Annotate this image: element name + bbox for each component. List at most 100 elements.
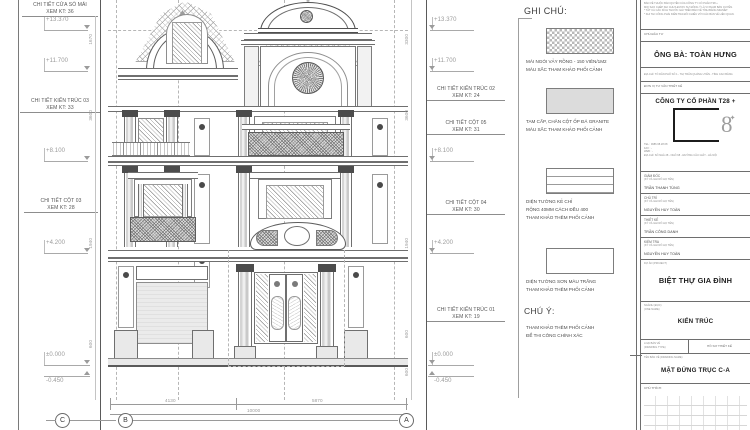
note-3-line2: THAM KHẢO THÊM PHỐI CẢNH: [526, 287, 595, 292]
tb-legend: CHÚ THÍCH:: [641, 384, 750, 430]
balustrade-2f-left: [112, 142, 190, 156]
left-level-3-arrow: [84, 248, 90, 252]
right-detail-0-line2: XEM KT: 24: [452, 93, 480, 99]
note-swatch-1: [546, 88, 614, 114]
garage-lintel: [136, 266, 208, 280]
right-level-2-bar: [430, 161, 474, 162]
signature-1-name: NGUYỄN HUY TOÀN: [644, 207, 681, 212]
company-name: CÔNG TY CỔ PHẦN T28 +: [655, 98, 736, 105]
note-swatch-0: [546, 28, 614, 54]
legal-line-3: * KHI THI CÔNG PHẢI KIỂM TRA ĐỐI CHIẾU V…: [644, 12, 735, 16]
tb-discipline: NGÀNH (ĐỤC) (ONE NAME) KIẾN TRÚC: [641, 302, 750, 340]
left-run-dim-3: 600: [88, 340, 93, 348]
tb-drawing-type-value-cell: HỒ SƠ THIẾT KẾ: [689, 340, 750, 353]
drawing-name-value: MẶT ĐỨNG TRỤC C-A: [660, 366, 731, 374]
right-run-dim-1: 3600: [404, 110, 409, 121]
medallion-2f-left-icon: [199, 124, 205, 130]
right-detail-2-underline: [427, 214, 505, 215]
dim-tick-c: [110, 398, 111, 410]
notes-panel: GHI CHÚ: MÁI NGÓI VẢY RỒNG - 150 VIÊN/1M…: [512, 0, 630, 420]
owner-name: ÔNG BÀ: TOÀN HƯNG: [654, 50, 737, 59]
right-detail-1-line1: CHI TIẾT CỘT 05: [445, 120, 487, 126]
dim-tick-a: [406, 398, 407, 410]
right-run-dim-3: 600: [404, 330, 409, 338]
panel-2f-left: [194, 118, 210, 156]
contact-line-3: ĐỊA CHỈ: SỐ NHÀ 28 - NGÕ 68 - ĐƯỜNG CẦU …: [644, 153, 717, 157]
tb-signature-1: CHỦ TRÌ (KÝ VÀ GHI RÕ HỌ TÊN) NGUYỄN HUY…: [641, 194, 750, 216]
right-run-dim-4: 600: [404, 368, 409, 376]
capital-gf-2: [318, 264, 336, 272]
right-level-4-stem: [432, 352, 433, 365]
signature-0-sub: (KÝ VÀ GHI RÕ HỌ TÊN): [644, 178, 674, 181]
left-level-2-bar: [44, 161, 88, 162]
dim-chain-total: [110, 414, 408, 415]
owner-label: CHỦ ĐẦU TƯ: [644, 32, 664, 36]
left-level-3: +4.200: [46, 240, 66, 246]
note-1-line1: TAM CẤP, CHÂN CỘT ỐP ĐÁ GRANITE: [526, 119, 610, 124]
right-level-2-stem: [432, 148, 433, 161]
entablature-3f-mid: [241, 40, 375, 45]
column-gf-1: [238, 272, 252, 346]
left-level-4-bar: [44, 365, 90, 366]
legal-line-0: BẢN VẼ THUỘC BẢN QUYỀN CỦA CÔNG TY CỔ PH…: [644, 2, 718, 5]
contact-line-0: TEL : 0986.68.28.68: [644, 143, 668, 146]
contact-line-2: WEB : -: [644, 150, 653, 154]
capital-2f-1: [122, 110, 138, 117]
discipline-name: KIẾN TRÚC: [677, 318, 714, 326]
medallion-1f-left-icon: [199, 182, 205, 188]
ground-entablature-2: [108, 258, 408, 262]
notes-bracket-top: [518, 18, 532, 19]
sheet-border-left: [18, 0, 19, 430]
drawing-frame-right: [426, 0, 427, 430]
grid-bubble-b: B: [118, 413, 133, 428]
balcony-panel-1f-left: [130, 217, 196, 242]
right-level-4: ±0.000: [434, 352, 453, 358]
elevation-drawing: [108, 0, 408, 400]
titleblock-divider: [636, 0, 637, 430]
panel-2f-right: [372, 118, 388, 156]
tb-legal-note: BẢN VẼ THUỘC BẢN QUYỀN CỦA CÔNG TY CỔ PH…: [641, 0, 750, 30]
note-1-line2: MÀU SẮC THAM KHẢO PHỐI CẢNH: [526, 127, 603, 132]
capital-1f-3: [236, 166, 252, 173]
left-detail-2-underline: [24, 212, 98, 213]
company-logo-icon: 8 ✦: [672, 108, 736, 142]
left-detail-2-line2: XEM KT: 28: [47, 205, 75, 211]
left-detail-0-underline: [22, 16, 98, 17]
note-2-line1: DIỆN TƯỜNG KẺ CHỈ: [526, 199, 573, 204]
right-level-5: -0.450: [434, 378, 452, 384]
signature-2-sub: (KÝ VÀ GHI RÕ HỌ TÊN): [644, 222, 674, 225]
left-level-0-arrow: [84, 25, 90, 29]
column-1f-4: [340, 173, 352, 247]
right-detail-0-line1: CHI TIẾT KIẾN TRÚC 02: [437, 86, 495, 92]
signature-2-role: THIẾT KẾ: [644, 218, 659, 222]
capital-gf-1: [236, 264, 254, 272]
right-level-0-arrow: [429, 25, 435, 29]
right-level-2: +8.100: [434, 148, 454, 154]
notes-heading: GHI CHÚ:: [524, 6, 567, 16]
right-level-0: +13.370: [434, 17, 457, 23]
legal-line-2: * TẤT CẢ CÁC KÍCH THƯỚC GHI TRÊN BẢN VẼ …: [644, 9, 728, 13]
floor1-top-band-2: [108, 162, 408, 166]
legend-grid: [644, 396, 747, 430]
entry-door-sidelight-left: [256, 274, 268, 342]
window-1f-left-colonnette-a: [138, 184, 144, 217]
right-level-1-bar: [430, 71, 474, 72]
dome-finial-icon: [178, 10, 187, 17]
guide-grid-v1: [116, 0, 117, 400]
left-level-3-bar: [44, 253, 88, 254]
right-level-5-bar: [428, 376, 474, 377]
left-detail-1-line1: CHI TIẾT KIẾN TRÚC 03: [31, 98, 89, 104]
tb-signature-2: THIẾT KẾ (KÝ VÀ GHI RÕ HỌ TÊN) TRẦN CÔNG…: [641, 216, 750, 238]
left-level-4: ±0.000: [46, 352, 65, 358]
note-swatch-3: [546, 248, 614, 274]
left-wing-cornice: [118, 68, 238, 76]
note-attention-line-1: ĐỂ THI CÔNG CHÍNH XÁC: [526, 333, 583, 338]
right-level-3-arrow: [429, 248, 435, 252]
left-level-2-arrow: [84, 156, 90, 160]
tb-company: CÔNG TY CỔ PHẦN T28 + 8 ✦ TEL : 0986.68.…: [641, 94, 750, 172]
left-dim-axis: [95, 16, 96, 400]
entry-scroll-left: [256, 230, 278, 246]
tb-owner-address: ĐỊA CHỈ: TỔ DÂN PHỐ SỐ 1 - THỊ TRẤN QUẢN…: [641, 68, 750, 82]
medallion-1f-right-icon: [377, 182, 383, 188]
window-1f-left-colonnette-b: [182, 184, 188, 217]
